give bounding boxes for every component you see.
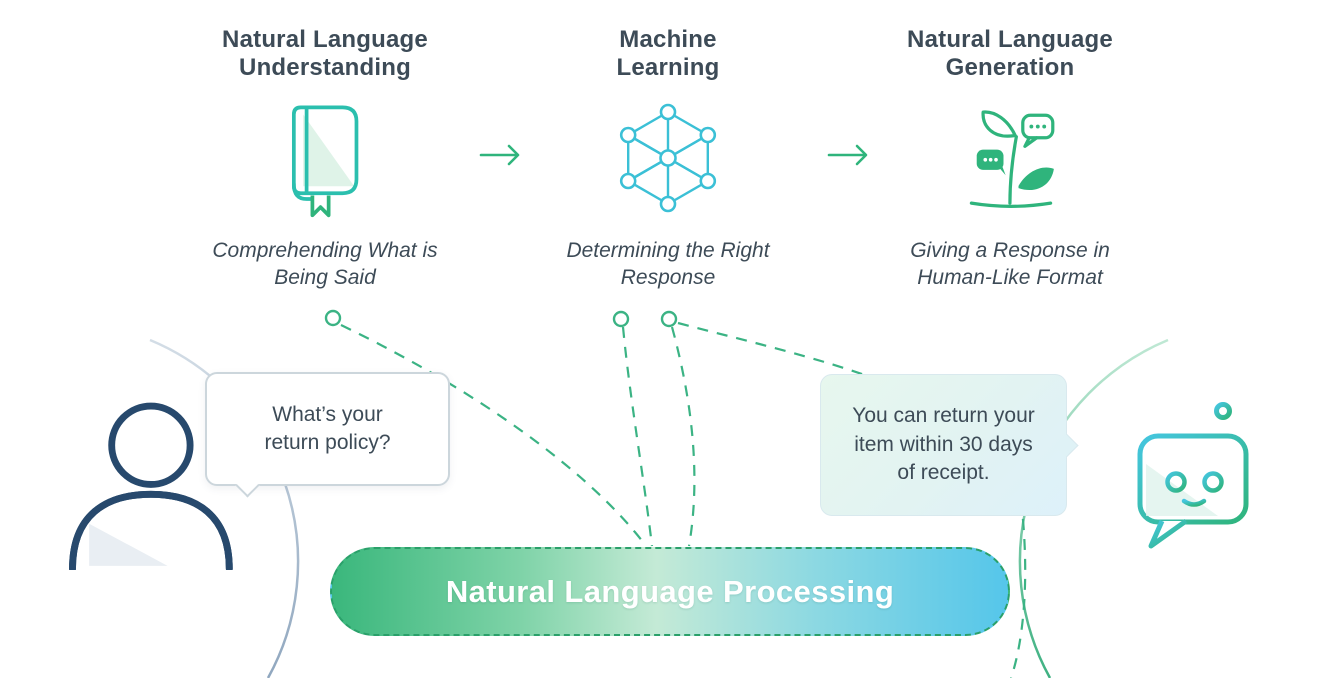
- bot-bubble-tail: [1054, 433, 1079, 458]
- stage-caption-nlg: Giving a Response in Human-Like Format: [910, 239, 1110, 290]
- arrow-right-icon: [478, 142, 522, 173]
- robot-icon: [1126, 398, 1276, 571]
- connector-node-circles: [324, 309, 678, 328]
- bot-speech-text: You can return your item within 30 days …: [852, 404, 1035, 485]
- stage-title-nlg: Natural Language Generation: [907, 26, 1113, 82]
- stage-caption-ml: Determining the Right Response: [566, 239, 770, 290]
- plant-speech-icon: [952, 96, 1070, 221]
- user-speech-bubble: What’s your return policy?: [205, 372, 450, 498]
- stage-title-nlu: Natural Language Understanding: [222, 26, 428, 82]
- nlp-banner-label: Natural Language Processing: [445, 573, 895, 609]
- bot-speech-bubble: You can return your item within 30 days …: [820, 374, 1079, 516]
- book-icon: [266, 98, 382, 225]
- nlp-banner: Natural Language Processing: [330, 547, 1010, 636]
- arrow-right-icon: [826, 142, 870, 173]
- stage-title-ml: Machine Learning: [616, 26, 720, 82]
- neural-network-icon: [606, 96, 730, 225]
- stage-caption-nlu: Comprehending What is Being Said: [212, 239, 438, 290]
- user-speech-text: What’s your return policy?: [264, 402, 391, 454]
